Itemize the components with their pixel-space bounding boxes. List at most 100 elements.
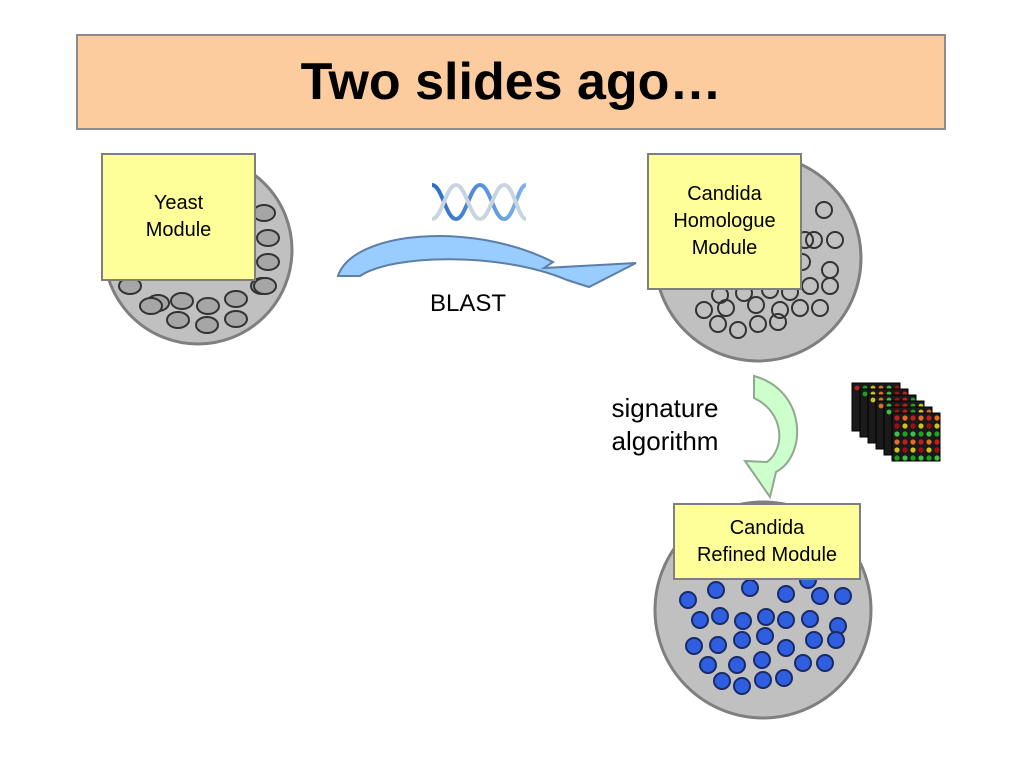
gene-dot [769, 313, 787, 331]
gene-dot [775, 669, 793, 687]
signature-arrow [743, 374, 799, 500]
gene-dot [747, 296, 765, 314]
gene-dot [695, 301, 713, 319]
gene-dot [709, 315, 727, 333]
microarray-spot [910, 439, 916, 445]
gene-dot [801, 277, 819, 295]
microarray-spot [918, 431, 924, 437]
yeast-module-label: Yeast Module [101, 153, 256, 281]
microarray-spot [894, 439, 900, 445]
gene-dot [699, 656, 717, 674]
gene-dot [827, 631, 845, 649]
microarray-spot [934, 431, 940, 437]
gene-dot [733, 631, 751, 649]
microarray-spot [910, 423, 916, 429]
microarray-spot [910, 415, 916, 421]
gene-dot [826, 231, 844, 249]
gene-dot [728, 656, 746, 674]
microarray-spot [894, 455, 900, 461]
gene-dot [753, 651, 771, 669]
gene-dot [834, 587, 852, 605]
gene-dot [256, 253, 280, 271]
gene-dot [685, 637, 703, 655]
microarray-spot [926, 455, 932, 461]
microarray-spot [894, 447, 900, 453]
gene-dot [733, 677, 751, 695]
microarray-spot [894, 423, 900, 429]
gene-dot [757, 608, 775, 626]
gene-dot [815, 201, 833, 219]
gene-dot [711, 607, 729, 625]
gene-dot [749, 315, 767, 333]
gene-dot [679, 591, 697, 609]
gene-dot [139, 297, 163, 315]
microarray-spot [926, 423, 932, 429]
microarray-spot [926, 431, 932, 437]
microarray-spot [894, 431, 900, 437]
gene-dot [707, 581, 725, 599]
gene-dot [754, 671, 772, 689]
gene-dot [791, 299, 809, 317]
microarray-spot [894, 415, 900, 421]
microarray-spot [918, 439, 924, 445]
gene-dot [794, 654, 812, 672]
microarray-spot [878, 403, 884, 409]
gene-dot [253, 277, 277, 295]
microarray-spot [910, 447, 916, 453]
gene-dot [691, 611, 709, 629]
gene-dot [777, 639, 795, 657]
gene-dot [805, 631, 823, 649]
microarray-spot [934, 447, 940, 453]
candida-homologue-label: Candida Homologue Module [647, 153, 802, 290]
microarray-spot [934, 415, 940, 421]
gene-dot [741, 579, 759, 597]
microarray-spot [918, 455, 924, 461]
gene-dot [801, 610, 819, 628]
microarray-spot [934, 439, 940, 445]
microarray-spot [918, 423, 924, 429]
gene-dot [771, 301, 789, 319]
gene-dot [196, 297, 220, 315]
microarray-spot [886, 409, 892, 415]
slide-title: Two slides ago… [300, 53, 722, 111]
gene-dot [816, 654, 834, 672]
gene-dot [734, 612, 752, 630]
microarray-spot [902, 447, 908, 453]
gene-dot [224, 310, 248, 328]
gene-dot [224, 290, 248, 308]
microarray-spot [918, 447, 924, 453]
gene-dot [805, 231, 823, 249]
gene-dot [256, 229, 280, 247]
microarray-spot [934, 423, 940, 429]
blast-label: BLAST [429, 290, 507, 317]
microarray-spot [902, 455, 908, 461]
gene-dot [821, 277, 839, 295]
yeast-gene-dots [118, 204, 280, 334]
homologue-gene-dots [695, 201, 844, 339]
microarray-spot [902, 423, 908, 429]
gene-dot [729, 321, 747, 339]
gene-dot [166, 311, 190, 329]
microarray-spot [934, 455, 940, 461]
microarray-slide [891, 412, 941, 462]
gene-dot [756, 627, 774, 645]
dna-helix-icon [431, 182, 527, 222]
blast-arrow [336, 235, 637, 289]
gene-dot [195, 316, 219, 334]
gene-dot [709, 636, 727, 654]
gene-dot [252, 204, 276, 222]
gene-dot [811, 587, 829, 605]
microarray-spot [918, 415, 924, 421]
candida-refined-label: Candida Refined Module [673, 503, 861, 580]
gene-dot [777, 611, 795, 629]
refined-gene-dots [679, 571, 852, 695]
microarray-spot [926, 447, 932, 453]
microarray-spot [902, 431, 908, 437]
gene-dot [777, 585, 795, 603]
gene-dot [713, 672, 731, 690]
microarray-spot [862, 391, 868, 397]
microarray-spot [926, 439, 932, 445]
microarray-spot [854, 385, 860, 391]
title-banner: Two slides ago… [76, 34, 946, 130]
signature-algorithm-label: signature algorithm [611, 393, 719, 456]
